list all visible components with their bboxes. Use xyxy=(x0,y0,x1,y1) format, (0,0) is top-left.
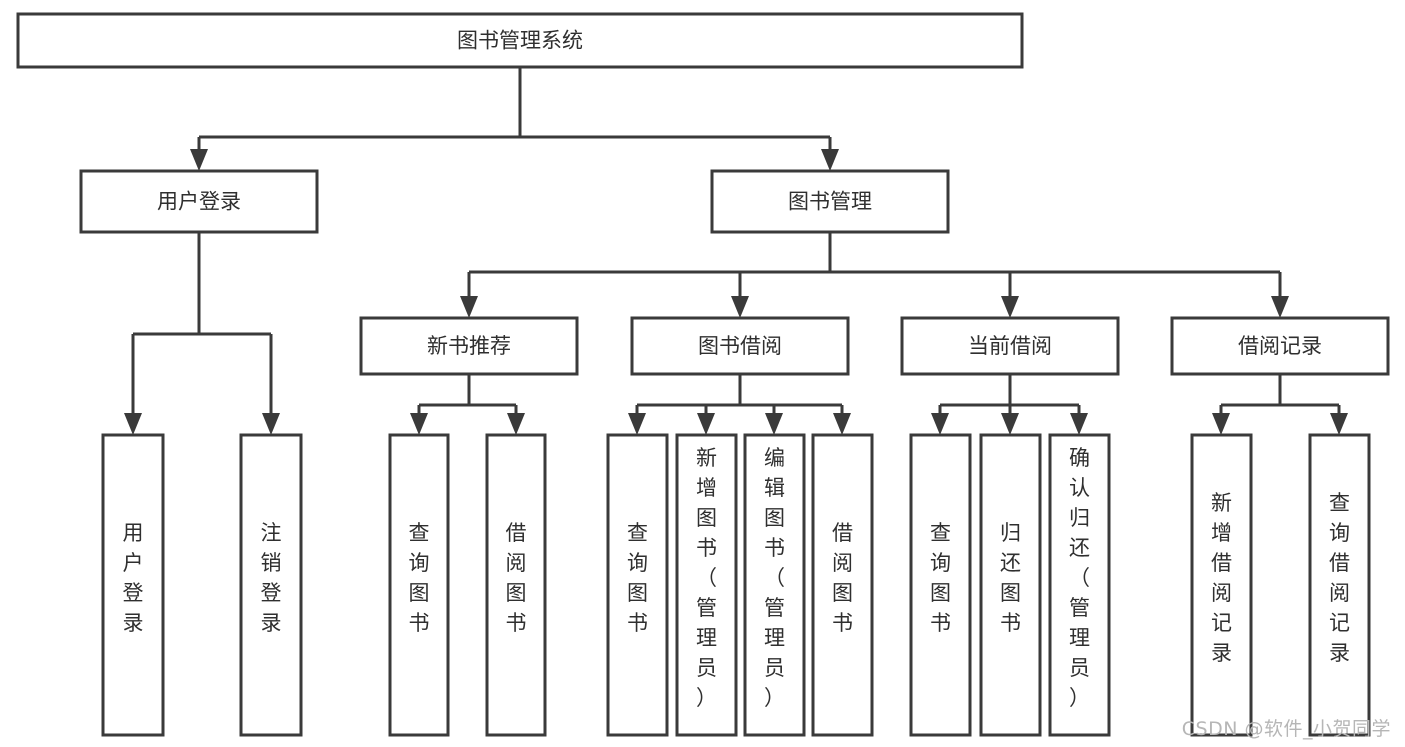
node-leaf-edit-book-admin[interactable]: 编辑图书（管理员） xyxy=(743,433,806,737)
node-leaf-add-book-admin[interactable]: 新增图书（管理员） xyxy=(675,433,738,737)
node-label: 注销登录 xyxy=(261,521,282,635)
node-label: 确认归还（管理员） xyxy=(1069,446,1090,710)
node-label: 图书借阅 xyxy=(698,334,782,358)
node-label: 查询图书 xyxy=(930,521,951,635)
node-borrow-records[interactable]: 借阅记录 xyxy=(1170,316,1390,376)
node-label: 编辑图书（管理员） xyxy=(764,446,785,710)
node-book-management[interactable]: 图书管理 xyxy=(710,169,950,234)
node-label: 新增图书（管理员） xyxy=(696,446,717,710)
node-book-borrow[interactable]: 图书借阅 xyxy=(630,316,850,376)
node-label: 借阅记录 xyxy=(1238,334,1322,358)
node-label: 图书管理 xyxy=(788,190,872,214)
node-leaf-user-login[interactable]: 用户登录 xyxy=(101,433,165,737)
node-leaf-query-book-cb[interactable]: 查询图书 xyxy=(909,433,972,737)
node-leaf-query-book-bb[interactable]: 查询图书 xyxy=(606,433,669,737)
node-leaf-borrow-book-bb[interactable]: 借阅图书 xyxy=(811,433,874,737)
node-leaf-add-borrow-record[interactable]: 新增借阅记录 xyxy=(1190,433,1253,737)
node-leaf-return-book[interactable]: 归还图书 xyxy=(979,433,1042,737)
node-label: 查询借阅记录 xyxy=(1329,491,1350,665)
node-leaf-query-borrow-record[interactable]: 查询借阅记录 xyxy=(1308,433,1371,737)
node-label: 借阅图书 xyxy=(832,521,853,635)
node-label: 查询图书 xyxy=(409,521,430,635)
connector-book-management-to-level2 xyxy=(460,232,1289,318)
connector-user-login-to-leaves xyxy=(124,232,280,435)
connector-new-book-recommend-to-leaves xyxy=(410,374,525,435)
connector-current-borrow-to-leaves xyxy=(931,374,1088,435)
node-label: 新书推荐 xyxy=(427,334,511,358)
node-leaf-query-book-nb[interactable]: 查询图书 xyxy=(388,433,450,737)
node-new-book-recommend[interactable]: 新书推荐 xyxy=(359,316,579,376)
node-user-login[interactable]: 用户登录 xyxy=(79,169,319,234)
connector-layer xyxy=(124,67,1348,435)
node-label: 新增借阅记录 xyxy=(1211,491,1232,665)
node-leaf-confirm-return-admin[interactable]: 确认归还（管理员） xyxy=(1048,433,1111,737)
node-current-borrow[interactable]: 当前借阅 xyxy=(900,316,1120,376)
node-label: 借阅图书 xyxy=(506,521,527,635)
node-label: 查询图书 xyxy=(627,521,648,635)
connector-root-to-level1 xyxy=(190,67,839,171)
node-leaf-borrow-book-nb[interactable]: 借阅图书 xyxy=(485,433,547,737)
node-root[interactable]: 图书管理系统 xyxy=(16,12,1024,69)
node-label: 用户登录 xyxy=(123,521,144,635)
connector-borrow-records-to-leaves xyxy=(1212,374,1348,435)
node-leaf-logout[interactable]: 注销登录 xyxy=(239,433,303,737)
node-layer: 图书管理系统用户登录图书管理新书推荐图书借阅当前借阅借阅记录用户登录注销登录查询… xyxy=(16,12,1390,737)
node-label: 归还图书 xyxy=(1000,521,1021,635)
node-label: 当前借阅 xyxy=(968,334,1052,358)
node-label: 用户登录 xyxy=(157,190,241,214)
connector-book-borrow-to-leaves xyxy=(628,374,851,435)
node-label: 图书管理系统 xyxy=(457,29,583,53)
